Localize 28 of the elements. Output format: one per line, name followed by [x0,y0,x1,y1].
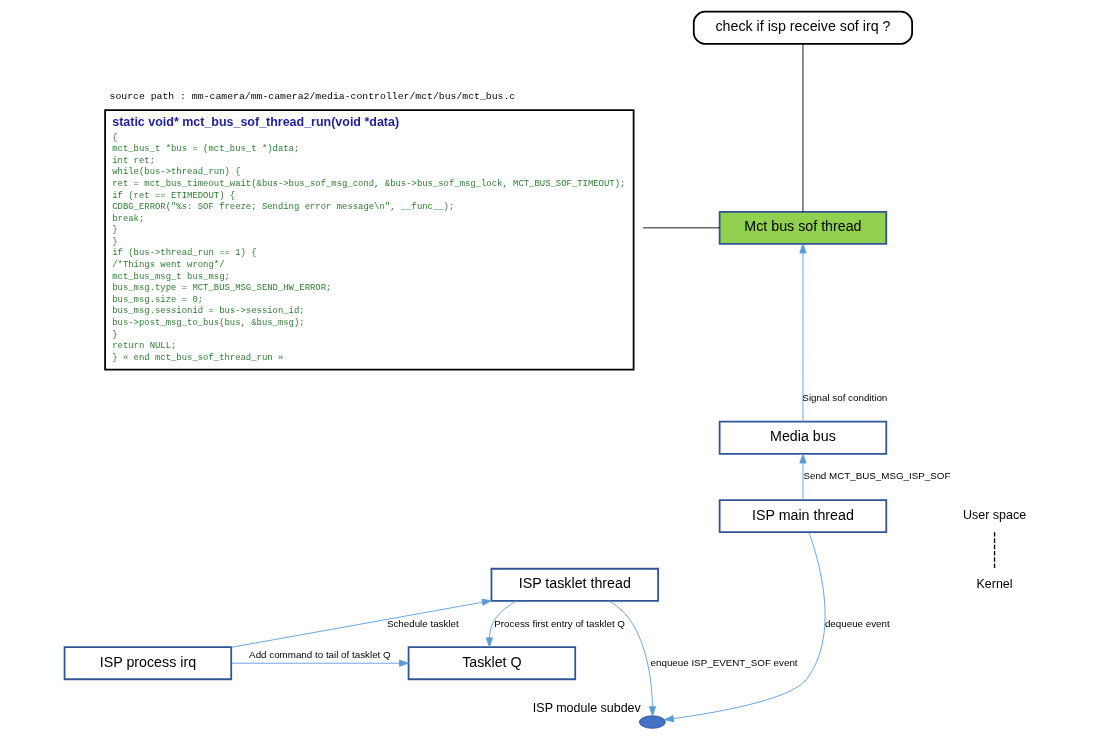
edge-label: Signal sof condition [802,392,888,404]
arrow [231,659,409,667]
arrow [230,598,492,648]
arrow [608,600,657,717]
edge-label: Schedule tasklet [386,617,459,629]
node-box: static void* mct_bus_sof_thread_run(void *data) { mct_bus_t *bus = (mct_bus_t *)data; int ret; while(bus->thread_run) { ret = mct_bus_timeout_wait(&bus->bus_sof_msg_cond, &bus->bus_sof_msg_lock, MCT_BUS_SOF_TIMEOUT); if (ret == ETIMEDOUT) { CDBG_ERROR("%s: SOF freeze; Sending error message\n", __func__); break; } } if (bus->thread_run == 1) { /*Things went wrong*/ mct_bus_msg_t bus_msg; bus_msg.type = MCT_BUS_MSG_SEND_HW_ERROR; bus_msg.size = 0; bus_msg.sessionid = bus->session_id; bus->post_msg_to_bus(bus, &bus_msg); } return NULL; } « end mct_bus_sof_thread_run » [104,109,635,371]
node-label: source path : mm-camera/mm-camera2/media-controller/mct/bus/mct_bus.c [109,91,516,103]
connector [802,43,804,213]
edge-label: Add command to tail of tasklet Q [249,648,391,660]
label: User space [963,508,1027,523]
edge-label: dequeue event [824,617,890,629]
edge-label: Process first entry of tasklet Q [494,617,625,629]
node-box: ISP tasklet thread [490,567,659,602]
node-box: check if isp receive sof irq ? [692,10,913,45]
node-box: ISP main thread [718,499,888,534]
edge-label: enqueue ISP_EVENT_SOF event [650,656,798,668]
node-box: ISP process irq [63,646,233,681]
arrow [799,453,807,501]
node-ellipse [638,715,666,729]
node-box: Mct bus sof thread [718,210,888,245]
edge-label: Send MCT_BUS_MSG_ISP_SOF [803,470,951,482]
node-box: Tasklet Q [407,646,577,681]
arrow [664,531,826,723]
label: Kernel [976,577,1013,592]
node-box: Media bus [718,420,888,455]
node-label: ISP module subdev [532,701,641,716]
arrow [799,243,807,422]
arrow [485,600,517,648]
